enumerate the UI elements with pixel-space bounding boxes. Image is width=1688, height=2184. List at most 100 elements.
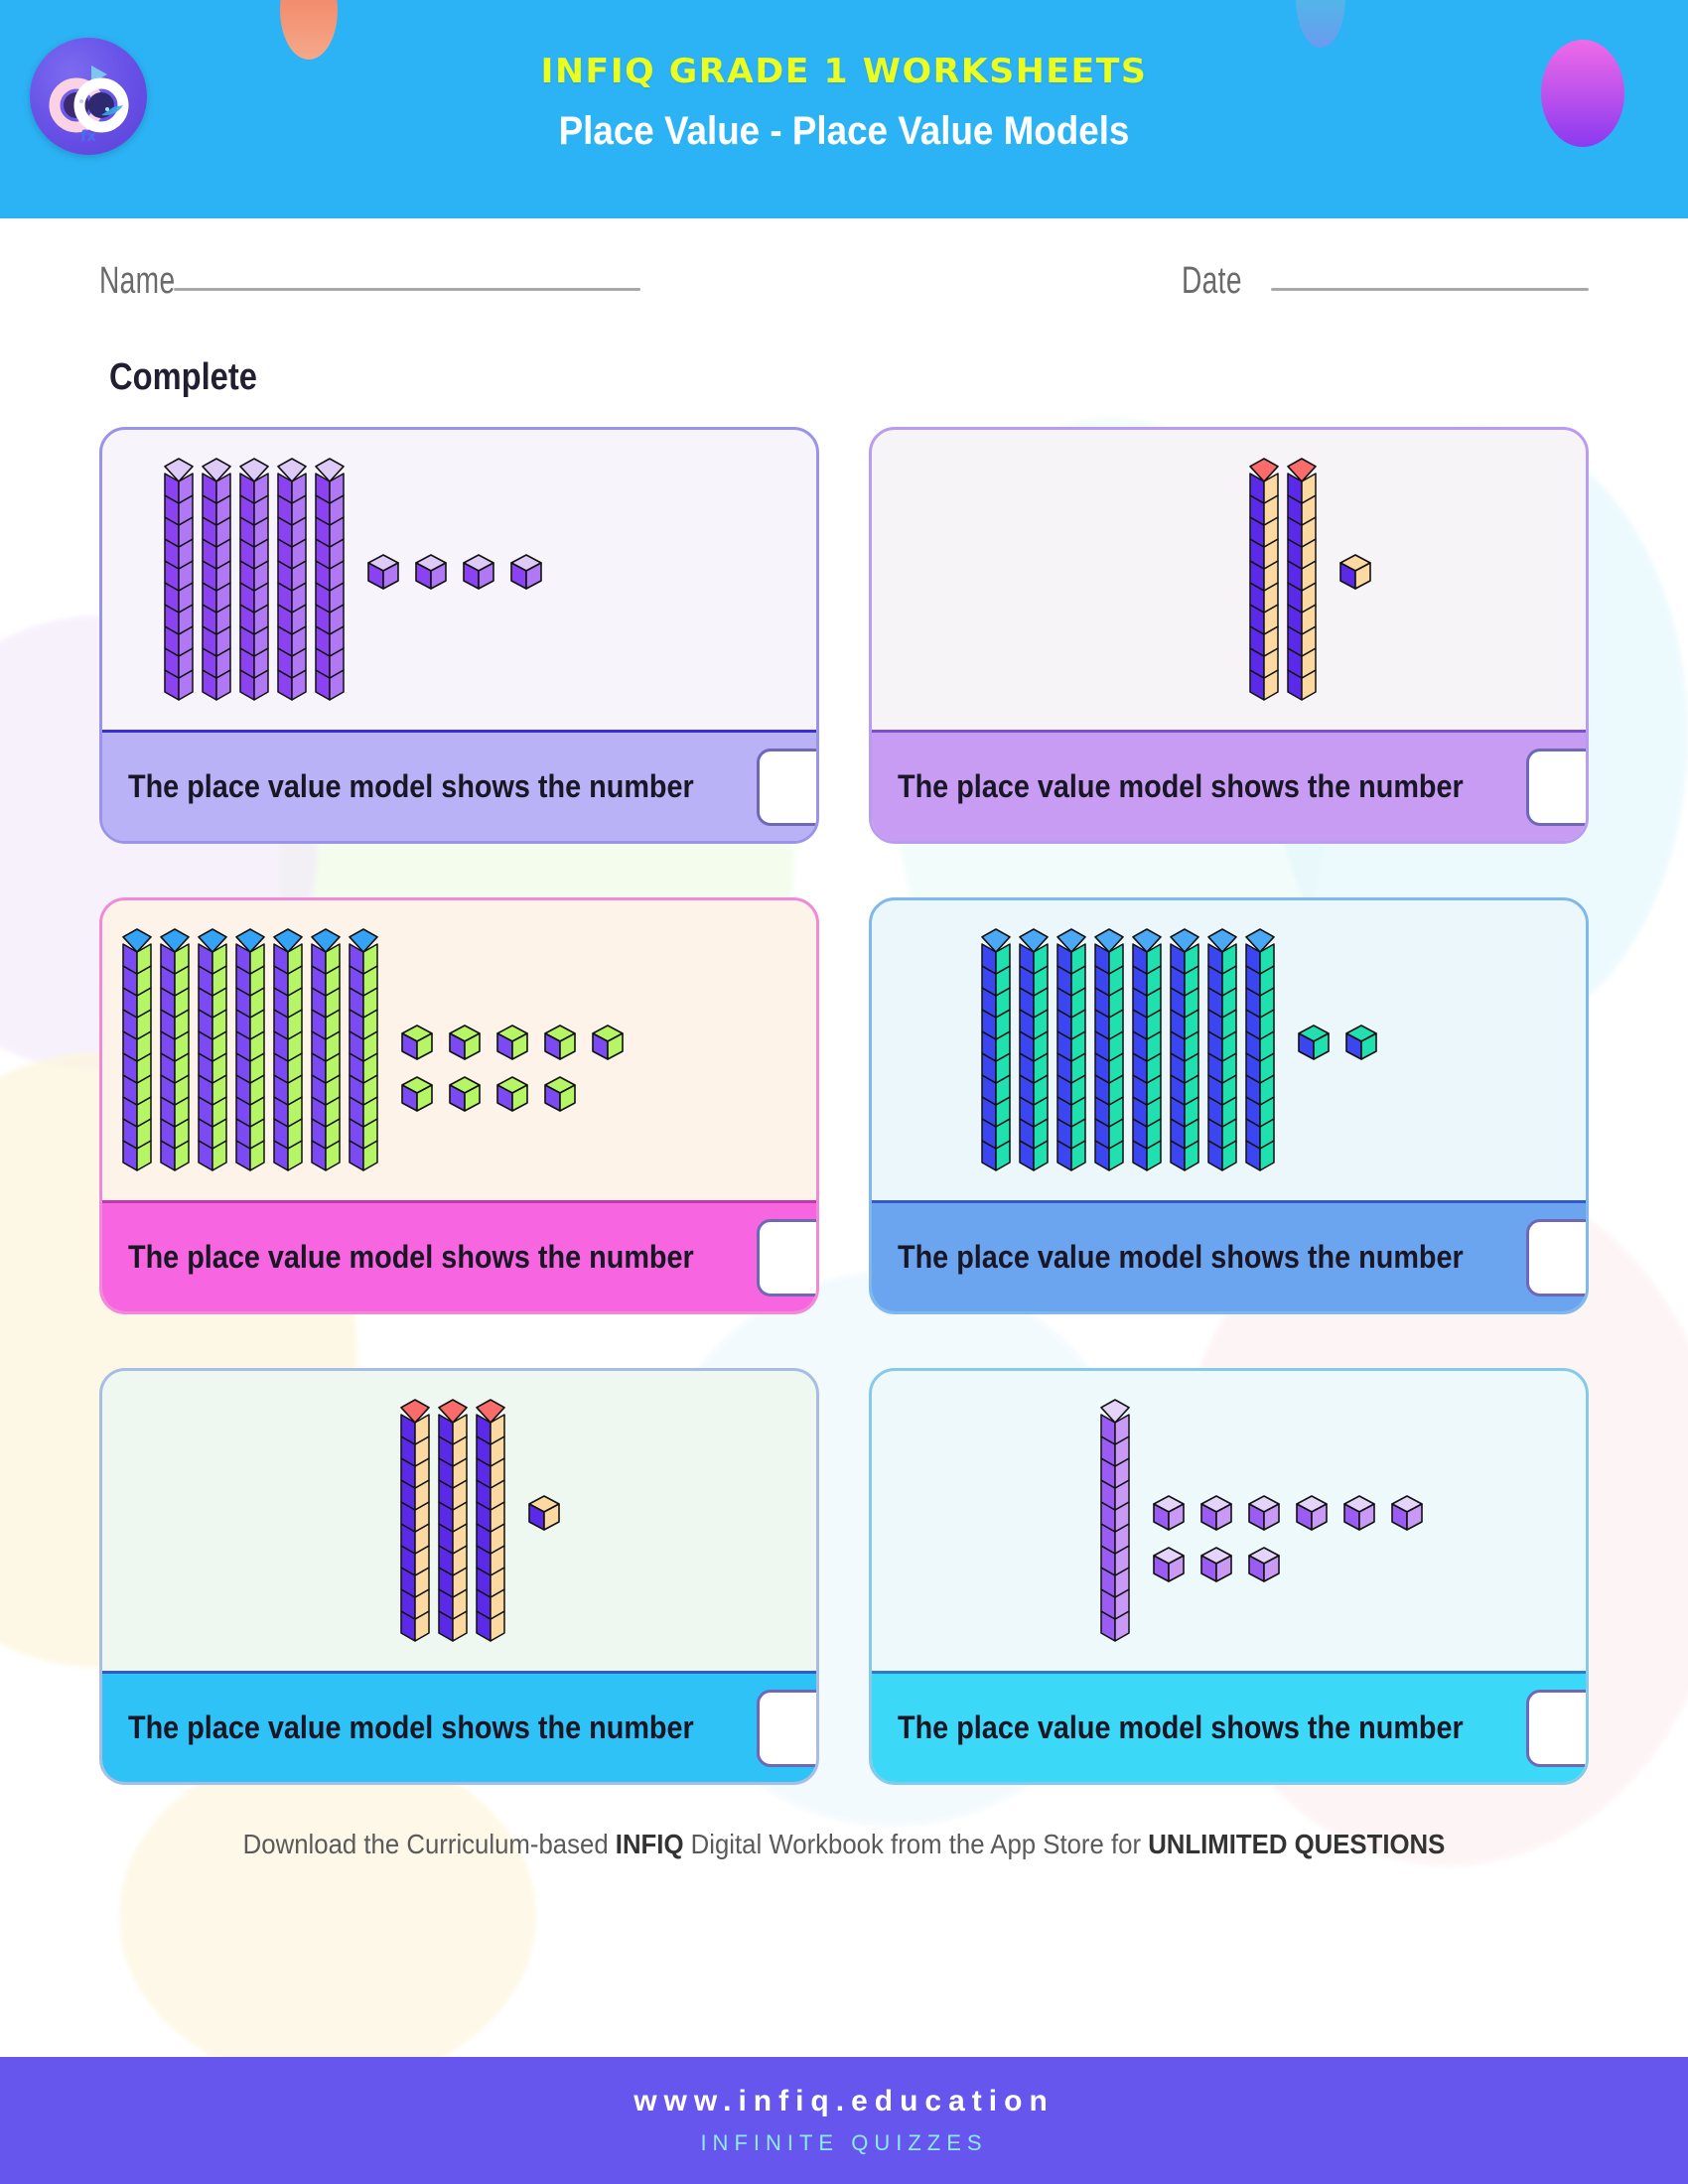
tens-rod-icon [235, 928, 265, 1171]
date-label: Date [1181, 260, 1242, 302]
tens-rod-icon [315, 458, 345, 701]
place-value-model [102, 1371, 816, 1671]
name-label: Name [99, 260, 176, 302]
tens-rod-icon [1056, 928, 1086, 1171]
infiq-logo-icon: fx [30, 38, 147, 155]
answer-input-box[interactable] [757, 1218, 816, 1297]
prompt-label: The place value model shows the number [898, 1239, 1464, 1275]
unit-cube-icon [592, 1024, 624, 1060]
promo-line: Download the Curriculum-based INFIQ Digi… [68, 1829, 1620, 1860]
unit-cube-icon [367, 554, 399, 590]
answer-input-box[interactable] [1526, 1689, 1586, 1767]
ones-cube-row [1338, 553, 1372, 593]
answer-input-box[interactable] [757, 1689, 816, 1767]
header-eyebrow: INFIQ GRADE 1 WORKSHEETS [540, 52, 1148, 91]
promo-emphasis: UNLIMITED QUESTIONS [1148, 1829, 1446, 1859]
unit-cube-icon [401, 1076, 433, 1112]
unit-cube-icon [1248, 1547, 1280, 1582]
unit-cube-icon [544, 1076, 576, 1112]
date-input-line[interactable] [1271, 288, 1589, 291]
problem-card: The place value model shows the number [869, 1368, 1589, 1785]
problem-grid: The place value model shows the number T… [99, 427, 1589, 1785]
prompt-label: The place value model shows the number [128, 768, 694, 804]
unit-cube-icon [1391, 1495, 1423, 1531]
unit-cube-icon [510, 554, 542, 590]
tens-rod-icon [1094, 928, 1124, 1171]
problem-card: The place value model shows the number [99, 897, 819, 1314]
place-value-model [872, 900, 1586, 1200]
answer-prompt-bar: The place value model shows the number [102, 730, 816, 841]
answer-prompt-bar: The place value model shows the number [872, 1200, 1586, 1311]
tens-rod-group [164, 458, 345, 702]
unit-cube-icon [1200, 1495, 1232, 1531]
unit-cube-icon [1298, 1024, 1330, 1060]
unit-cube-icon [1296, 1495, 1328, 1531]
tens-rod-group [981, 928, 1275, 1172]
answer-prompt-bar: The place value model shows the number [872, 1671, 1586, 1782]
unit-cube-icon [1248, 1495, 1280, 1531]
promo-brand: INFIQ [615, 1829, 684, 1859]
place-value-model [872, 430, 1586, 730]
tens-rod-icon [349, 928, 378, 1171]
answer-input-box[interactable] [1526, 1218, 1586, 1297]
unit-cube-icon [1345, 1024, 1377, 1060]
tens-rod-icon [1100, 1399, 1130, 1642]
name-input-line[interactable] [174, 288, 641, 291]
place-value-model [102, 900, 816, 1200]
promo-middle: Digital Workbook from the App Store for [683, 1829, 1149, 1859]
problem-card: The place value model shows the number [99, 427, 819, 844]
ones-cube-group [400, 928, 625, 1127]
page-footer: www.infiq.education INFINITE QUIZZES [0, 2057, 1688, 2184]
unit-cube-icon [415, 554, 447, 590]
ones-cube-row [400, 1024, 625, 1063]
tens-rod-icon [400, 1399, 430, 1642]
ones-cube-row [1152, 1494, 1424, 1534]
ones-cube-group [1152, 1399, 1424, 1597]
unit-cube-icon [449, 1076, 481, 1112]
tens-rod-icon [198, 928, 227, 1171]
tens-rod-icon [160, 928, 190, 1171]
answer-input-box[interactable] [757, 748, 816, 826]
tens-rod-icon [277, 458, 307, 701]
tens-rod-icon [1019, 928, 1049, 1171]
tens-rod-icon [438, 1399, 468, 1642]
unit-cube-icon [496, 1076, 528, 1112]
unit-cube-icon [528, 1495, 560, 1531]
tens-rod-icon [1170, 928, 1199, 1171]
tens-rod-icon [122, 928, 152, 1171]
problem-card: The place value model shows the number [99, 1368, 819, 1785]
unit-cube-icon [1153, 1547, 1185, 1582]
footer-url[interactable]: www.infiq.education [633, 2085, 1055, 2117]
problem-card: The place value model shows the number [869, 897, 1589, 1314]
prompt-label: The place value model shows the number [128, 1709, 694, 1745]
page-title: Place Value - Place Value Models [558, 109, 1130, 153]
tens-rod-icon [164, 458, 194, 701]
unit-cube-icon [449, 1024, 481, 1060]
tens-rod-icon [202, 458, 231, 701]
ones-cube-group [527, 1399, 561, 1546]
promo-before: Download the Curriculum-based [242, 1829, 616, 1859]
prompt-label: The place value model shows the number [128, 1239, 694, 1275]
answer-input-box[interactable] [1526, 748, 1586, 826]
place-value-model [102, 430, 816, 730]
unit-cube-icon [496, 1024, 528, 1060]
tens-rod-icon [981, 928, 1011, 1171]
problem-card: The place value model shows the number [869, 427, 1589, 844]
unit-cube-icon [544, 1024, 576, 1060]
ones-cube-row [366, 553, 543, 593]
prompt-label: The place value model shows the number [898, 768, 1464, 804]
tens-rod-group [400, 1399, 505, 1643]
tens-rod-icon [1132, 928, 1162, 1171]
deco-ball-magenta [1541, 40, 1624, 147]
tens-rod-group [122, 928, 378, 1172]
ones-cube-row [527, 1494, 561, 1534]
tens-rod-icon [476, 1399, 505, 1642]
page-header: fx INFIQ GRADE 1 WORKSHEETS Place Value … [0, 0, 1688, 218]
name-date-row: Name Date [0, 260, 1688, 303]
footer-tagline: INFINITE QUIZZES [700, 2130, 988, 2155]
place-value-model [872, 1371, 1586, 1671]
unit-cube-icon [1343, 1495, 1375, 1531]
tens-rod-group [1249, 458, 1317, 702]
unit-cube-icon [1153, 1495, 1185, 1531]
svg-text:fx: fx [80, 127, 97, 145]
